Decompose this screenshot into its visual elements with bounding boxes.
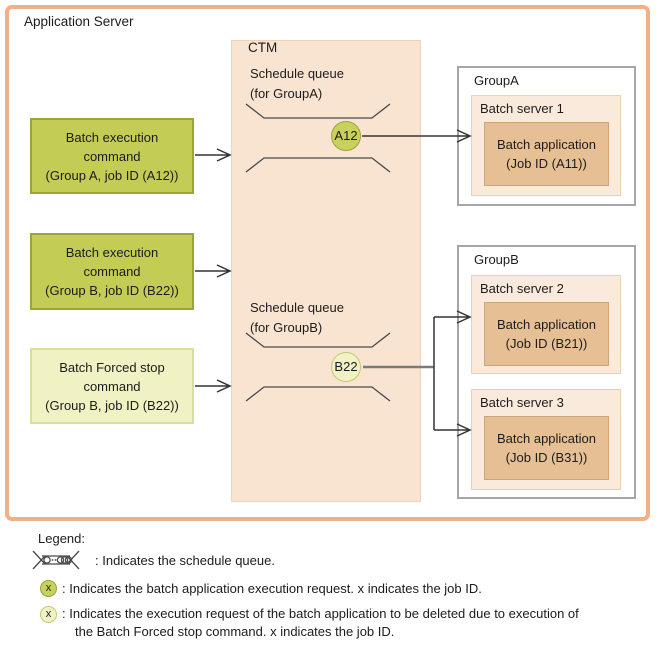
- legend-stop-text-line1: : Indicates the execution request of the…: [62, 606, 579, 621]
- group-a-box: GroupA Batch server 1 Batch application …: [457, 66, 636, 206]
- schedule-queue-a-label: Schedule queue (for GroupA): [250, 64, 410, 104]
- queue-icon-circle: [56, 556, 65, 564]
- queue-icon-dot: [54, 559, 57, 561]
- schedule-queue-icon: [32, 550, 80, 570]
- batch-execution-command-b-box: Batch execution command (Group B, job ID…: [30, 233, 194, 310]
- command-line: command: [83, 148, 141, 164]
- batch-server-3-label: Batch server 3: [480, 395, 564, 410]
- legend-exec-token: x: [40, 580, 57, 597]
- batch-forced-stop-command-box: Batch Forced stop command (Group B, job …: [30, 348, 194, 424]
- schedule-queue-b-subtitle: (for GroupB): [250, 320, 323, 335]
- batch-server-1-box: Batch server 1 Batch application (Job ID…: [471, 95, 621, 196]
- batch-application-b31-line2: (Job ID (B31)): [505, 450, 588, 465]
- command-line: Batch execution: [65, 129, 159, 145]
- legend-queue-text: : Indicates the schedule queue.: [95, 553, 275, 568]
- queue-icon-circle: [60, 556, 69, 564]
- group-b-label: GroupB: [474, 252, 519, 267]
- batch-server-2-box: Batch server 2 Batch application (Job ID…: [471, 275, 621, 374]
- batch-application-b31-line1: Batch application: [496, 431, 596, 446]
- batch-server-2-label: Batch server 2: [480, 281, 564, 296]
- schedule-queue-b-label: Schedule queue (for GroupB): [250, 298, 410, 338]
- legend-stop-token: x: [40, 606, 57, 623]
- job-token-b22: B22: [331, 352, 361, 382]
- batch-application-b21-line1: Batch application: [496, 317, 596, 332]
- ctm-box: [231, 40, 421, 502]
- batch-server-1-label: Batch server 1: [480, 101, 564, 116]
- batch-server-3-box: Batch server 3 Batch application (Job ID…: [471, 389, 621, 490]
- batch-application-b21-line2: (Job ID (B21)): [505, 336, 588, 351]
- schedule-queue-b-title: Schedule queue: [250, 300, 344, 315]
- legend-stop-text-line2: the Batch Forced stop command. x indicat…: [75, 624, 395, 639]
- queue-icon-dot: [51, 559, 54, 561]
- batch-application-a11-line2: (Job ID (A11)): [506, 156, 587, 171]
- schedule-queue-a-title: Schedule queue: [250, 66, 344, 81]
- legend-exec-text: : Indicates the batch application execut…: [62, 581, 482, 596]
- command-line: Batch Forced stop: [59, 359, 165, 375]
- batch-application-b31-box: Batch application (Job ID (B31)): [484, 416, 609, 480]
- command-line: command: [83, 264, 141, 279]
- legend-title: Legend:: [38, 531, 85, 546]
- schedule-queue-a-subtitle: (for GroupA): [250, 86, 323, 101]
- batch-application-b21-box: Batch application (Job ID (B21)): [484, 302, 609, 366]
- queue-icon-circle: [43, 556, 51, 564]
- group-b-box: GroupB Batch server 2 Batch application …: [457, 245, 636, 499]
- legend-stop-text: : Indicates the execution request of the…: [62, 605, 648, 641]
- command-line: (Group B, job ID (B22)): [45, 283, 179, 298]
- command-line: Batch execution: [65, 245, 159, 260]
- command-line: (Group B, job ID (B22)): [45, 397, 179, 413]
- command-line: (Group A, job ID (A12)): [45, 167, 179, 183]
- job-token-a12: A12: [331, 121, 361, 151]
- batch-execution-command-a-box: Batch execution command (Group A, job ID…: [30, 118, 194, 194]
- queue-icon-rails: [32, 550, 80, 570]
- queue-icon-circle: [64, 556, 73, 564]
- batch-application-a11-line1: Batch application: [496, 137, 596, 152]
- group-a-label: GroupA: [474, 73, 519, 88]
- command-line: command: [83, 378, 141, 394]
- batch-application-a11-box: Batch application (Job ID (A11)): [484, 122, 609, 186]
- application-server-label: Application Server: [24, 14, 134, 29]
- ctm-label: CTM: [248, 40, 278, 55]
